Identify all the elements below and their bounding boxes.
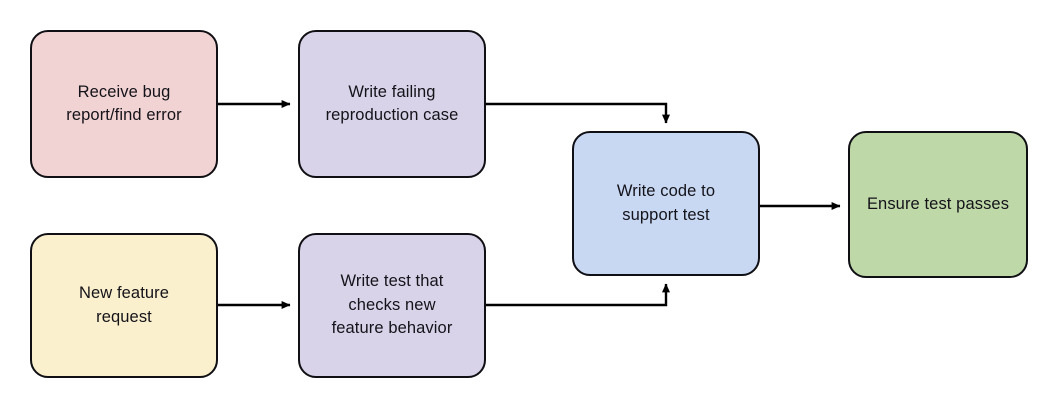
node-new-feature-request[interactable]: New feature request [30, 233, 218, 378]
node-ensure-test-passes[interactable]: Ensure test passes [848, 131, 1028, 278]
node-label: Write code to support test [616, 182, 716, 224]
node-label: Write test that checks new feature behav… [331, 272, 453, 338]
node-receive-bug-report[interactable]: Receive bug report/find error [30, 30, 218, 178]
edge-test-to-code [486, 283, 670, 307]
node-label: Write failing reproduction case [325, 82, 459, 124]
node-label: Receive bug report/find error [66, 82, 182, 124]
node-write-code-to-support-test[interactable]: Write code to support test [572, 131, 760, 276]
node-write-test-checks-new-feature-behavior[interactable]: Write test that checks new feature behav… [298, 233, 486, 378]
edge-repro-to-code [486, 102, 670, 124]
node-label: New feature request [78, 284, 170, 326]
node-label: Ensure test passes [866, 194, 1010, 213]
node-write-failing-reproduction-case[interactable]: Write failing reproduction case [298, 30, 486, 178]
